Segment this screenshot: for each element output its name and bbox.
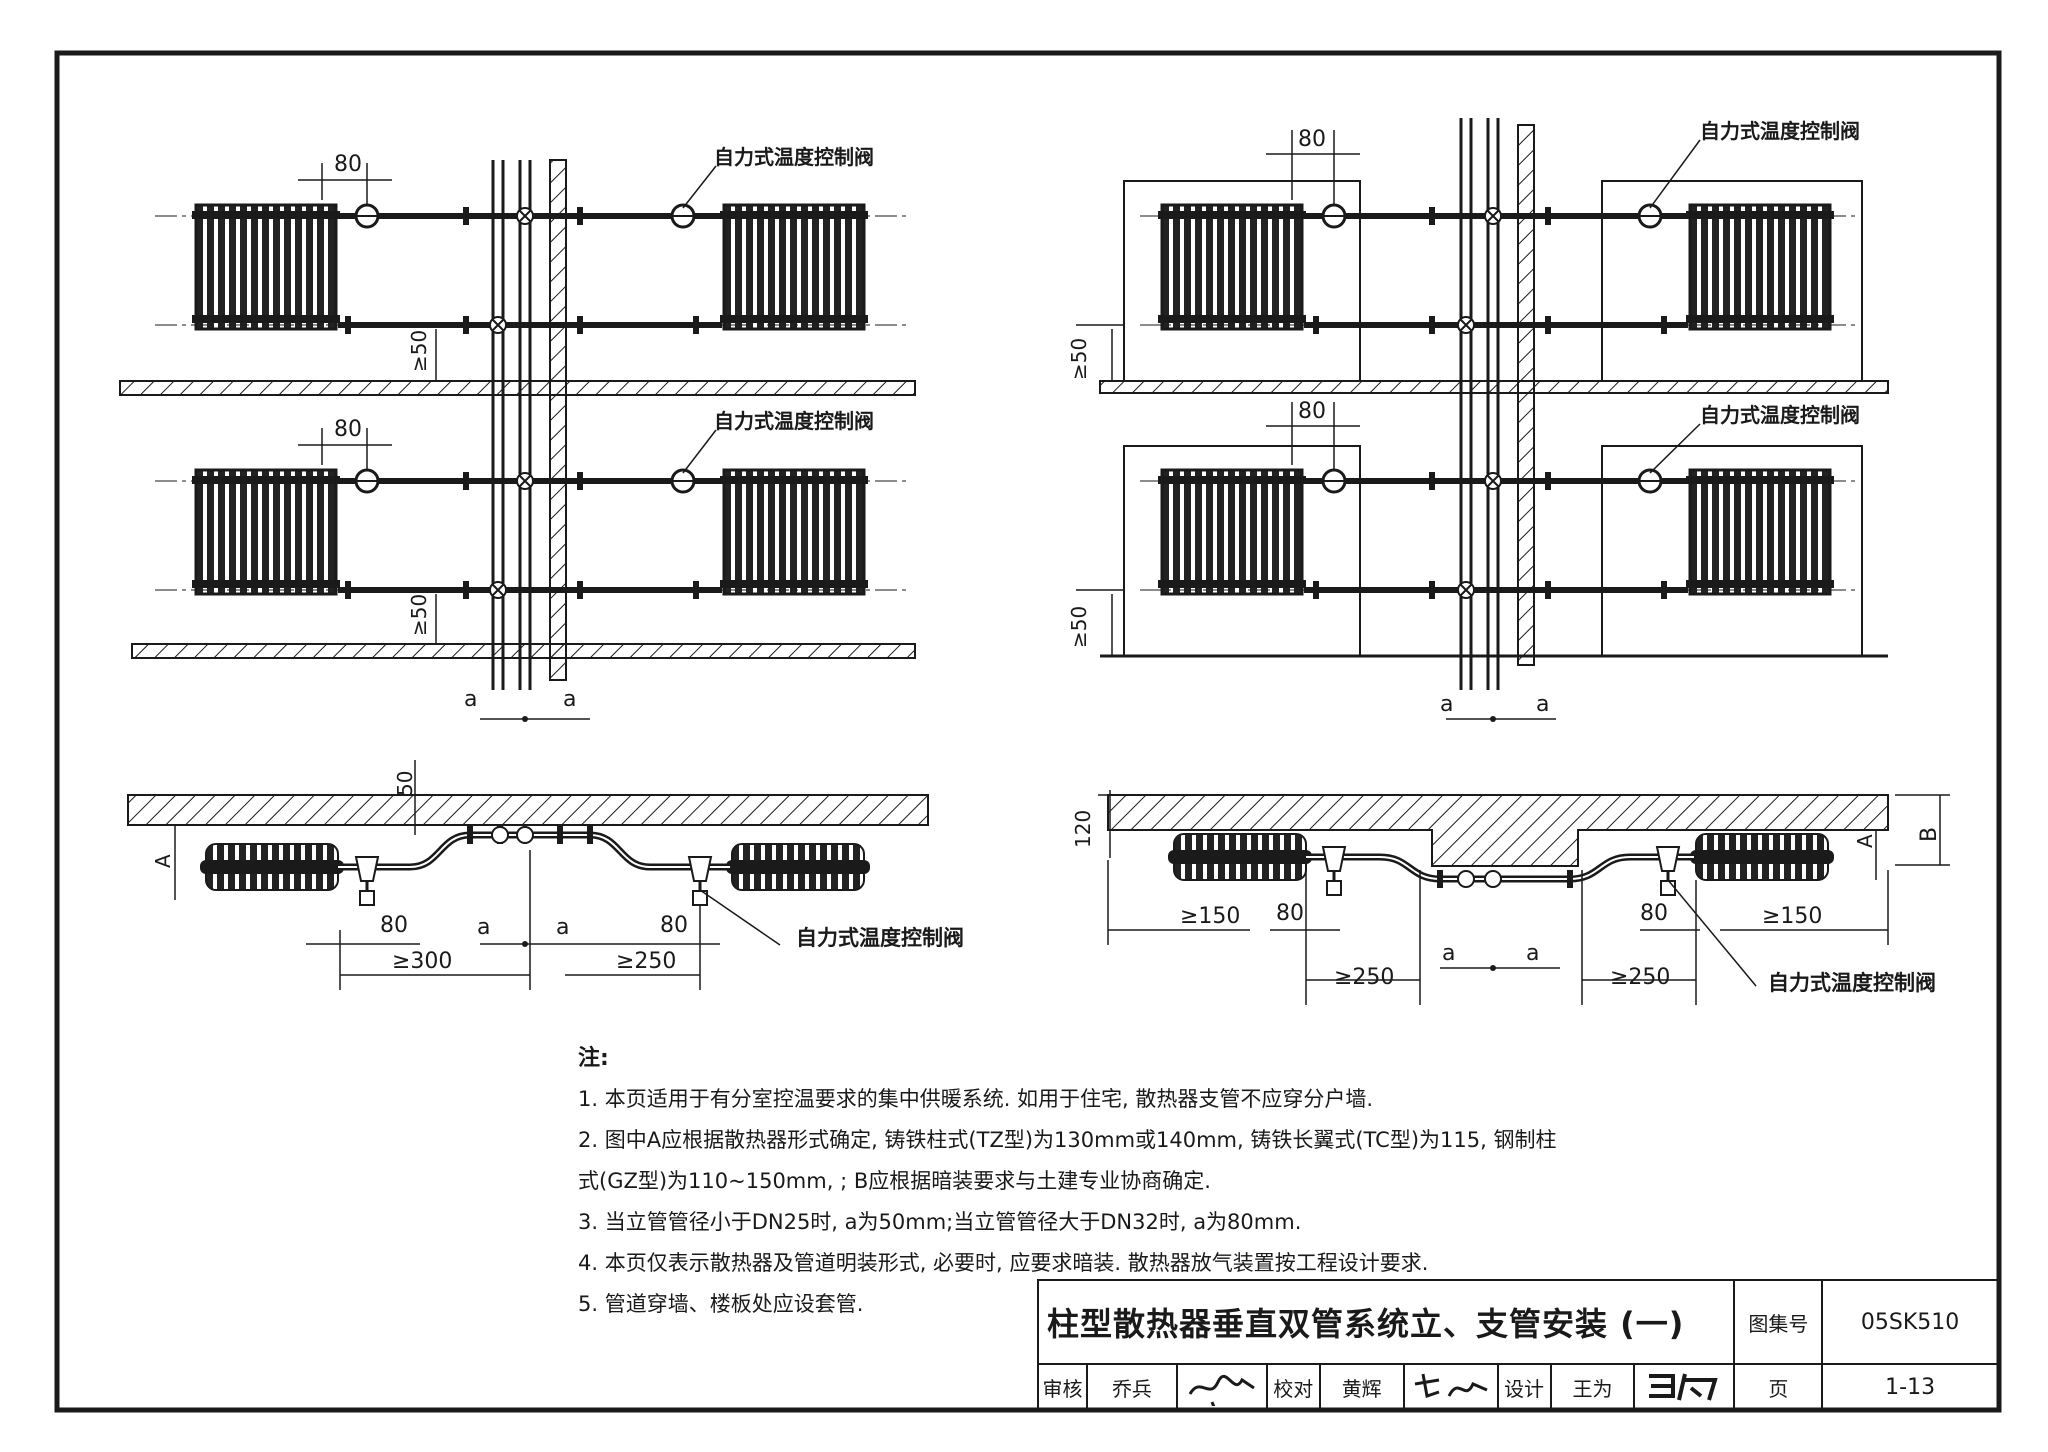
dim-a-plan-right-1: a [1442, 941, 1455, 966]
page-label: 页 [1733, 1363, 1824, 1412]
checker-signature-scribble [1414, 1373, 1488, 1398]
left-elevation-view: 80 80 ≥50 ≥50 a a 自力式温度控制阀 自力式温度控制阀 [119, 145, 916, 722]
valve-label-plan-right: 自力式温度控制阀 [1768, 971, 1936, 995]
dim-80-lower-left: 80 [334, 417, 362, 442]
dim-ge50-right-upper: ≥50 [1067, 338, 1091, 380]
note-4: 4. 本页仅表示散热器及管道明装形式, 必要时, 应要求暗装. 散热器放气装置按… [578, 1251, 1429, 1275]
dim-a-plan-right-2: a [1526, 941, 1539, 966]
dim-ge50-left-lower: ≥50 [407, 594, 431, 636]
dim-a-right-2: a [1536, 692, 1549, 717]
dim-B: B [1917, 827, 1942, 842]
dim-A-right: A [1853, 834, 1877, 848]
dim-ge250-left: ≥250 [616, 949, 676, 974]
dim-80-plan-left-2: 80 [660, 913, 688, 938]
dim-ge50-left-upper: ≥50 [407, 330, 431, 372]
note-2: 2. 图中A应根据散热器形式确定, 铸铁柱式(TZ型)为130mm或140mm,… [578, 1128, 1557, 1152]
valve-label-left-upper: 自力式温度控制阀 [714, 145, 874, 169]
dim-ge250-right-1: ≥250 [1334, 965, 1394, 990]
dim-ge150-left: ≥150 [1180, 904, 1240, 929]
designer-name: 王为 [1549, 1363, 1636, 1412]
dim-ge150-right: ≥150 [1762, 904, 1822, 929]
review-label: 审核 [1036, 1363, 1089, 1412]
title-block: 柱型散热器垂直双管系统立、支管安装 (一) 图集号 05SK510 审核 乔兵 … [1036, 1279, 1999, 1413]
valve-label-left-lower: 自力式温度控制阀 [714, 409, 874, 433]
dim-80-plan-right-1: 80 [1276, 901, 1304, 926]
dim-80-lower-right: 80 [1298, 399, 1326, 424]
dim-120: 120 [1071, 810, 1095, 848]
dim-a-plan-left-1: a [477, 915, 490, 940]
note-5: 5. 管道穿墙、楼板处应设套管. [578, 1292, 864, 1316]
notes-section: 注: 1. 本页适用于有分室控温要求的集中供暖系统. 如用于住宅, 散热器支管不… [578, 1038, 1678, 1325]
valve-label-plan-left: 自力式温度控制阀 [796, 926, 964, 950]
drawing-title: 柱型散热器垂直双管系统立、支管安装 (一) [1036, 1279, 1736, 1365]
reviewer-signature [1175, 1363, 1268, 1413]
dim-a-left-2: a [563, 687, 576, 712]
reviewer-signature-scribble [1188, 1374, 1255, 1413]
note-3: 3. 当立管管径小于DN25时, a为50mm;当立管管径大于DN32时, a为… [578, 1210, 1302, 1234]
atlas-label: 图集号 [1733, 1279, 1824, 1365]
dim-a-right-1: a [1440, 692, 1453, 717]
left-plan-view: A 50 80 ≥300 ≥250 a a 80 自力式温度控制阀 [127, 760, 964, 990]
dim-a-left-1: a [464, 687, 477, 712]
design-label: 设计 [1496, 1363, 1552, 1412]
check-label: 校对 [1265, 1363, 1321, 1412]
atlas-number: 05SK510 [1821, 1279, 1999, 1365]
sheet-border [54, 50, 2002, 1413]
note-2-cont: 式(GZ型)为110~150mm, ; B应根据暗装要求与土建专业协商确定. [578, 1169, 1211, 1193]
right-plan-view: 120 A B ≥150 80 ≥250 a a ≥250 80 ≥150 自力… [1071, 790, 1950, 1005]
checker-signature [1402, 1363, 1499, 1412]
dim-80-upper-right: 80 [1298, 127, 1326, 152]
note-1: 1. 本页适用于有分室控温要求的集中供暖系统. 如用于住宅, 散热器支管不应穿分… [578, 1087, 1374, 1111]
valve-label-right-lower: 自力式温度控制阀 [1700, 403, 1860, 427]
designer-signature [1633, 1363, 1736, 1412]
checker-name: 黄辉 [1318, 1363, 1405, 1412]
dim-ge250-right-2: ≥250 [1610, 965, 1670, 990]
notes-heading: 注: [578, 1046, 609, 1071]
dim-a-plan-left-2: a [556, 915, 569, 940]
dim-A-left: A [151, 854, 175, 868]
dim-80-plan-right-2: 80 [1640, 901, 1668, 926]
dim-ge50-right-lower: ≥50 [1067, 606, 1091, 648]
valve-label-right-upper: 自力式温度控制阀 [1700, 119, 1860, 143]
dim-ge300: ≥300 [392, 949, 452, 974]
dim-80-plan-left: 80 [380, 913, 408, 938]
dim-80-upper-left: 80 [334, 152, 362, 177]
page-number: 1-13 [1821, 1363, 1999, 1412]
right-elevation-view: 80 80 ≥50 ≥50 a a 自力式温度控制阀 自力式温度控制阀 [1067, 118, 1889, 722]
dim-50: 50 [393, 771, 417, 796]
reviewer-name: 乔兵 [1086, 1363, 1178, 1412]
designer-signature-scribble [1649, 1373, 1719, 1401]
